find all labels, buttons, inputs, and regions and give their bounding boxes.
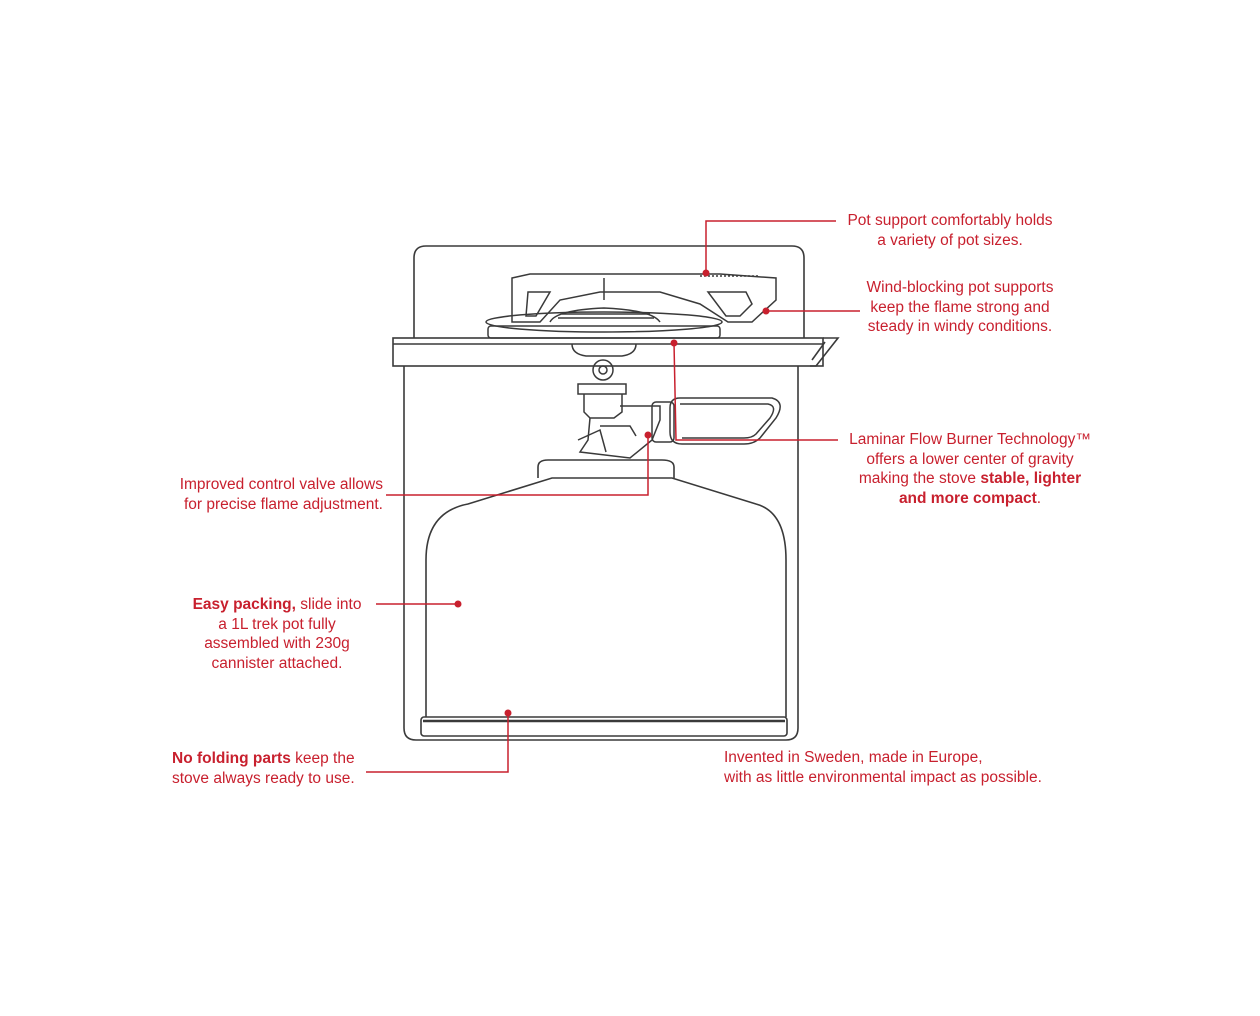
burner-assembly xyxy=(485,307,781,459)
callout-text: for precise flame adjustment. xyxy=(183,495,383,513)
callout-text: a 1L trek pot fully xyxy=(218,615,336,633)
callout-control-valve: Improved control valve allows for precis… xyxy=(140,475,383,514)
callout-no-folding: No folding parts keep the stove always r… xyxy=(172,749,392,788)
callout-text: keep the flame strong and xyxy=(870,298,1050,316)
callout-invented: Invented in Sweden, made in Europe, with… xyxy=(724,748,1084,787)
callout-text: Wind-blocking pot supports xyxy=(866,279,1054,296)
callout-text: Laminar Flow Burner Technology™ xyxy=(849,431,1091,448)
callout-emphasis: and more compact xyxy=(898,489,1037,507)
callout-text: Invented in Sweden, made in Europe, xyxy=(724,749,983,766)
callout-laminar-flow: Laminar Flow Burner Technology™ offers a… xyxy=(838,430,1102,508)
callout-pot-support: Pot support comfortably holds a variety … xyxy=(818,211,1082,250)
callout-wind-blocking: Wind-blocking pot supports keep the flam… xyxy=(850,278,1070,337)
trek-pot xyxy=(392,245,840,741)
callout-dots xyxy=(454,269,770,717)
callout-text: Improved control valve allows xyxy=(179,476,383,493)
callout-text: slide into xyxy=(295,596,362,613)
callout-text-mixed: and more compact. xyxy=(838,489,1102,509)
callout-text: stove always ready to use. xyxy=(172,769,355,787)
callout-text: . xyxy=(1036,489,1042,507)
callout-text: with as little environmental impact as p… xyxy=(724,768,1042,786)
callout-text: steady in windy conditions. xyxy=(867,318,1053,335)
callout-easy-packing: Easy packing, slide into a 1L trek pot f… xyxy=(170,595,384,673)
callout-text: cannister attached. xyxy=(211,654,343,672)
callout-text: assembled with 230g xyxy=(204,635,350,652)
callout-text: Pot support comfortably holds xyxy=(847,212,1053,229)
callout-emphasis: Easy packing, xyxy=(192,596,296,613)
callout-text: a variety of pot sizes. xyxy=(877,231,1023,249)
callout-leaders xyxy=(366,220,860,773)
pot-supports xyxy=(511,273,777,323)
callout-text-mixed: No folding parts keep the xyxy=(172,749,392,769)
callout-emphasis: stable, lighter xyxy=(980,470,1082,487)
callout-emphasis: No folding parts xyxy=(172,750,291,767)
callout-text: offers a lower center of gravity xyxy=(866,450,1074,468)
callout-text: making the stove xyxy=(858,470,981,487)
callout-text-mixed: Easy packing, slide into xyxy=(170,595,384,615)
gas-canister xyxy=(425,459,787,717)
callout-text-mixed: making the stove stable, lighter xyxy=(838,469,1102,489)
callout-text: keep the xyxy=(290,750,355,767)
